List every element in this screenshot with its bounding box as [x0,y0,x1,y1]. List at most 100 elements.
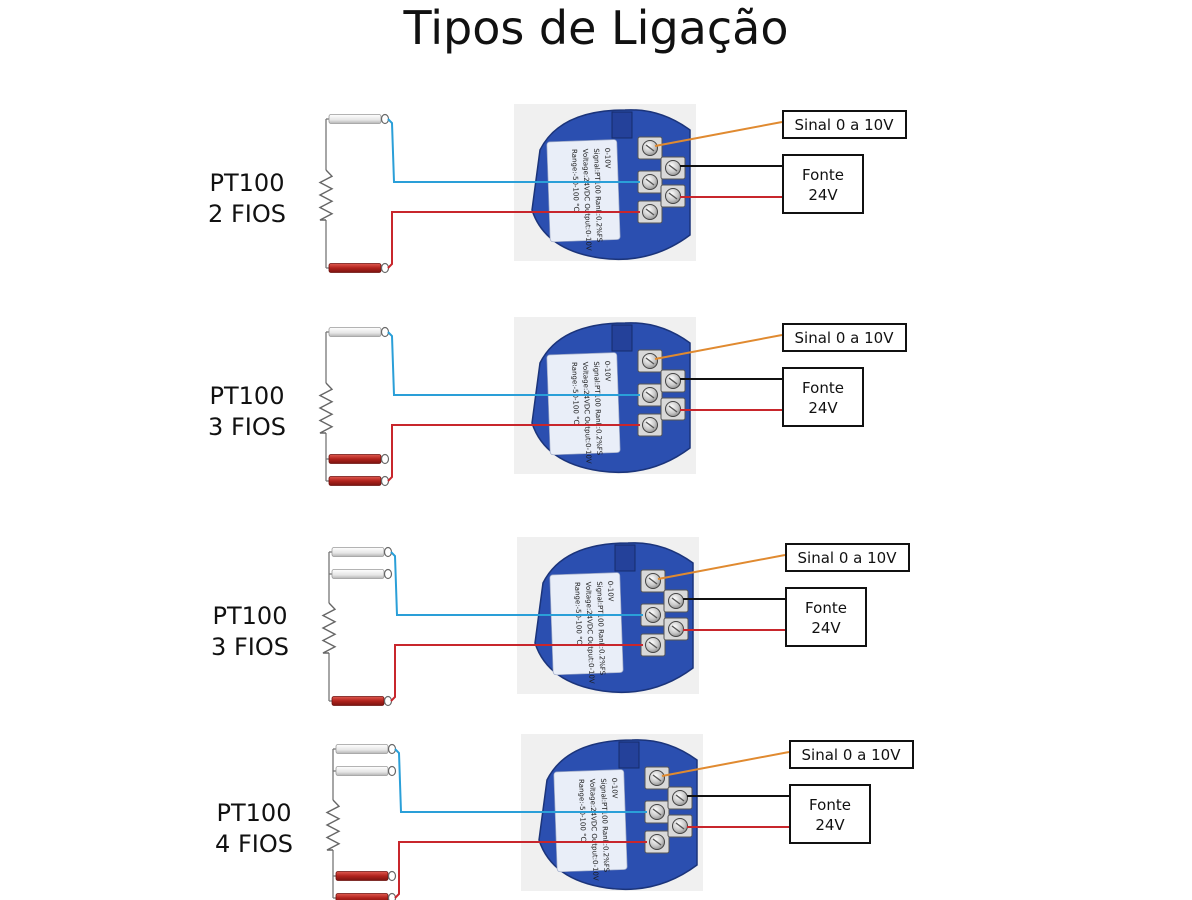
supply-box [782,154,864,214]
resistor-icon [318,169,334,221]
label-plate-bg [553,769,628,873]
red-lead [328,454,382,464]
white-lead [331,569,385,579]
resistor-icon [318,382,334,434]
lead-terminal-ring [380,326,390,338]
screw-slot [648,611,658,619]
supply-box-label-voltage: 24V [815,816,845,834]
screw-slot [668,164,678,172]
orange-signal-wire [654,334,783,360]
red-lead [335,893,389,900]
device-text-signal: Signal:PT100 Rank:0.2%FS [592,361,603,456]
blue-wire [390,551,643,616]
blue-wire [387,331,640,396]
white-lead [335,766,389,776]
white-lead [328,327,382,337]
screw-slot [652,838,662,846]
blue-wire [394,748,647,813]
screw-slot [675,794,685,802]
device-text-range: 0-10V [603,148,612,169]
screw-slot [652,808,662,816]
device-text-temp: Range:-50-100 °C [570,362,580,425]
red-lead [331,696,385,706]
lead-terminal-ring [380,475,390,487]
supply-box-label-fonte: Fonte [802,379,844,397]
row-label-wires: 2 FIOS [208,200,286,228]
red-lead [335,871,389,881]
red-lead [328,263,382,273]
orange-signal-wire [657,554,786,580]
lead-terminal-ring [383,568,393,580]
supply-box-label-voltage: 24V [808,186,838,204]
lead-terminal-ring [383,695,393,707]
device-text-temp: Range:-50-100 °C [573,582,583,645]
resistor-icon [325,799,341,851]
device-text-voltage: Voltage:24VDC Output:0-10V [588,778,600,881]
screw-slot [648,577,658,585]
supply-box-label-voltage: 24V [808,399,838,417]
label-plate-bg [546,352,621,456]
supply-box-label-fonte: Fonte [802,166,844,184]
lead-terminal-ring [380,453,390,465]
row-label-wires: 3 FIOS [208,413,286,441]
red-wire-sensor [394,841,647,899]
screw-slot [645,144,655,152]
supply-box-label-fonte: Fonte [805,599,847,617]
screw-slot [645,391,655,399]
device-text-temp: Range:-50-100 °C [570,149,580,212]
red-wire-sensor [390,644,643,702]
device-text-voltage: Voltage:24VDC Output:0-10V [584,581,596,684]
lead-terminal-ring [383,546,393,558]
screw-slot [675,822,685,830]
row-label-pt100: PT100 [210,169,285,197]
lead-terminal-ring [387,765,397,777]
row-label-pt100: PT100 [213,602,288,630]
signal-box-label: Sinal 0 a 10V [795,116,895,134]
supply-box-label-voltage: 24V [811,619,841,637]
white-lead [331,547,385,557]
label-plate-bg [546,139,621,243]
screw-slot [645,357,655,365]
signal-box-label: Sinal 0 a 10V [802,746,902,764]
screw-slot [668,405,678,413]
device-text-temp: Range:-50-100 °C [577,779,587,842]
screw-slot [645,421,655,429]
lead-terminal-ring [387,892,397,900]
screw-slot [668,192,678,200]
screw-slot [645,178,655,186]
screw-slot [668,377,678,385]
device-text-signal: Signal:PT100 Rank:0.2%FS [599,778,610,873]
signal-box-label: Sinal 0 a 10V [795,329,895,347]
device-text-signal: Signal:PT100 Rank:0.2%FS [592,148,603,243]
device-text-signal: Signal:PT100 Rank:0.2%FS [595,581,606,676]
signal-box [789,740,914,769]
signal-box-label: Sinal 0 a 10V [798,549,898,567]
resistor-icon [321,602,337,654]
page-title: Tipos de Ligação [403,1,789,55]
supply-box-label-fonte: Fonte [809,796,851,814]
red-wire-sensor [387,211,640,269]
screw-slot [645,208,655,216]
row-label-pt100: PT100 [217,799,292,827]
lead-terminal-ring [380,262,390,274]
blue-wire [387,118,640,183]
row-label-wires: 4 FIOS [215,830,293,858]
white-lead [328,114,382,124]
screw-slot [648,641,658,649]
orange-signal-wire [654,121,783,147]
label-plate-bg [549,572,624,676]
row-label-pt100: PT100 [210,382,285,410]
signal-box [785,543,910,572]
lead-terminal-ring [387,870,397,882]
screw-slot [652,774,662,782]
supply-box [789,784,871,844]
lead-terminal-ring [380,113,390,125]
